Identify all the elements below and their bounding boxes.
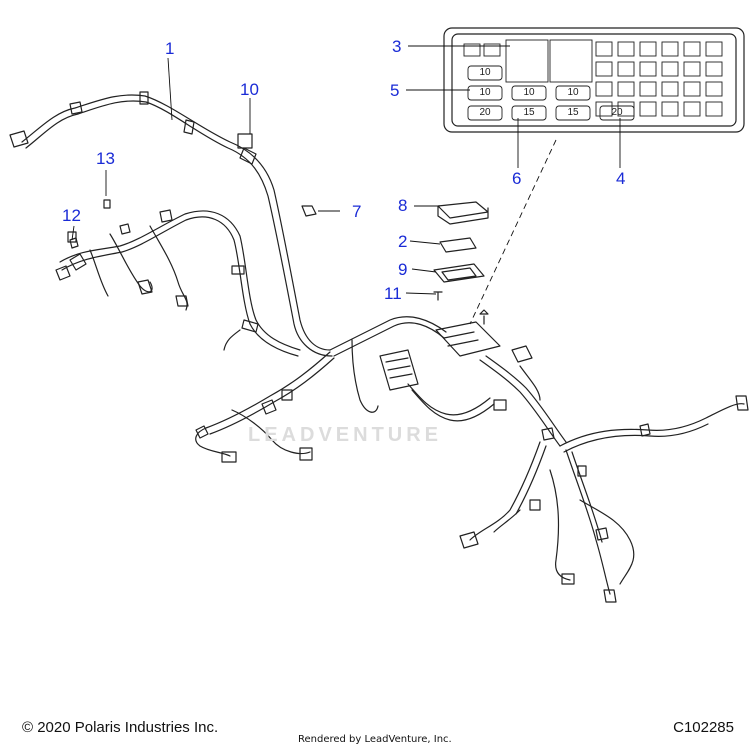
fuse-slot — [705, 81, 723, 97]
fuse-rating-label: 15 — [523, 107, 535, 118]
callout-13[interactable]: 13 — [96, 149, 115, 168]
fuse-slot — [483, 43, 501, 57]
fuse-slot — [617, 81, 635, 97]
callout-4[interactable]: 4 — [616, 169, 626, 188]
fuse-20a — [599, 105, 635, 121]
fuse-slot — [661, 41, 679, 57]
callout-12[interactable]: 12 — [62, 206, 81, 225]
fuse-20a — [467, 105, 503, 121]
fuse-slot — [705, 61, 723, 77]
fuse-15a — [555, 105, 591, 121]
callout-5[interactable]: 5 — [390, 81, 400, 100]
fuse-rating-label: 20 — [479, 107, 491, 118]
watermark-text: LEADVENTURE — [248, 424, 443, 446]
fuse-rating-label: 20 — [611, 107, 623, 118]
fuse-slot — [661, 81, 679, 97]
fuse-slot — [617, 61, 635, 77]
fuse-slot — [595, 81, 613, 97]
copyright-text: © 2020 Polaris Industries Inc. — [22, 719, 219, 736]
fuse-slot — [705, 101, 723, 117]
fuse-rating-label: 10 — [479, 67, 491, 78]
fuse-slot — [683, 81, 701, 97]
fuse-10a — [467, 65, 503, 81]
fuse-10a — [511, 85, 547, 101]
callout-1[interactable]: 1 — [165, 39, 175, 58]
fuse-slot — [683, 61, 701, 77]
rendered-by-text: Rendered by LeadVenture, Inc. — [298, 734, 452, 745]
fuse-slot — [705, 41, 723, 57]
fuse-10a — [555, 85, 591, 101]
callout-6[interactable]: 6 — [512, 169, 522, 188]
fuse-10a — [467, 85, 503, 101]
callout-3[interactable]: 3 — [392, 37, 402, 56]
fuse-slot — [595, 101, 613, 117]
fuse-rating-label: 10 — [567, 87, 579, 98]
fuse-slot — [595, 61, 613, 77]
fuse-15a — [511, 105, 547, 121]
callout-9[interactable]: 9 — [398, 260, 408, 279]
fuse-slot — [617, 41, 635, 57]
fuse-rating-label: 10 — [479, 87, 491, 98]
fuse-slot — [683, 101, 701, 117]
fuse-slot — [639, 101, 657, 117]
fuse-rating-label: 15 — [567, 107, 579, 118]
callout-11[interactable]: 11 — [384, 284, 402, 303]
fuse-slot — [661, 101, 679, 117]
fuse-slot — [661, 61, 679, 77]
diagram-code: C102285 — [673, 719, 734, 736]
fuse-rating-label: 10 — [523, 87, 535, 98]
callout-8[interactable]: 8 — [398, 196, 408, 215]
fuse-slot — [639, 41, 657, 57]
fuse-slot — [639, 61, 657, 77]
fuse-slot — [463, 43, 481, 57]
fuse-slot — [683, 41, 701, 57]
callout-10[interactable]: 10 — [240, 80, 259, 99]
callout-2[interactable]: 2 — [398, 232, 408, 251]
callout-7[interactable]: 7 — [352, 202, 362, 221]
fuse-slot — [639, 81, 657, 97]
fuse-slot — [595, 41, 613, 57]
